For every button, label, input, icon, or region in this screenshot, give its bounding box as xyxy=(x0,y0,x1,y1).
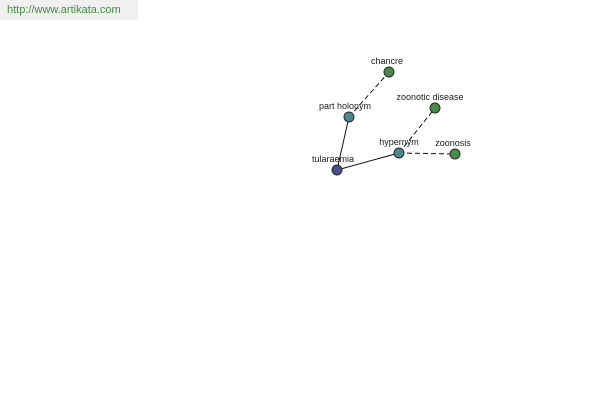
artikata-link[interactable]: http://www.artikata.com xyxy=(7,4,121,16)
edge-hypernym-to-zoonosis xyxy=(398,152,456,155)
graph-labels: tularaemia part holonym chancre hypernym zoo… xyxy=(312,56,471,164)
edge-tularaemia-to-hypernym xyxy=(336,152,400,171)
node-zoonosis[interactable] xyxy=(449,148,461,160)
edge-tularaemia-to-part-holonym xyxy=(336,116,350,171)
node-label-tularaemia[interactable]: tularaemia xyxy=(312,154,354,164)
node-chancre[interactable] xyxy=(383,66,395,78)
node-label-part-holonym[interactable]: part holonym xyxy=(319,101,371,111)
edge-part-holonym-to-chancre xyxy=(348,71,390,118)
graph-nodes xyxy=(331,66,461,176)
node-label-chancre[interactable]: chancre xyxy=(371,56,403,66)
node-label-hypernym[interactable]: hypernym xyxy=(379,137,419,147)
url-banner: http://www.artikata.com xyxy=(0,0,138,20)
node-zoonotic-disease[interactable] xyxy=(429,102,441,114)
node-hypernym[interactable] xyxy=(393,147,405,159)
node-part-holonym[interactable] xyxy=(343,111,355,123)
graph-edges xyxy=(336,71,456,171)
node-tularaemia[interactable] xyxy=(331,164,343,176)
edge-hypernym-to-zoonotic-disease xyxy=(398,107,436,154)
node-label-zoonotic-disease[interactable]: zoonotic disease xyxy=(396,92,463,102)
node-label-zoonosis[interactable]: zoonosis xyxy=(435,138,471,148)
